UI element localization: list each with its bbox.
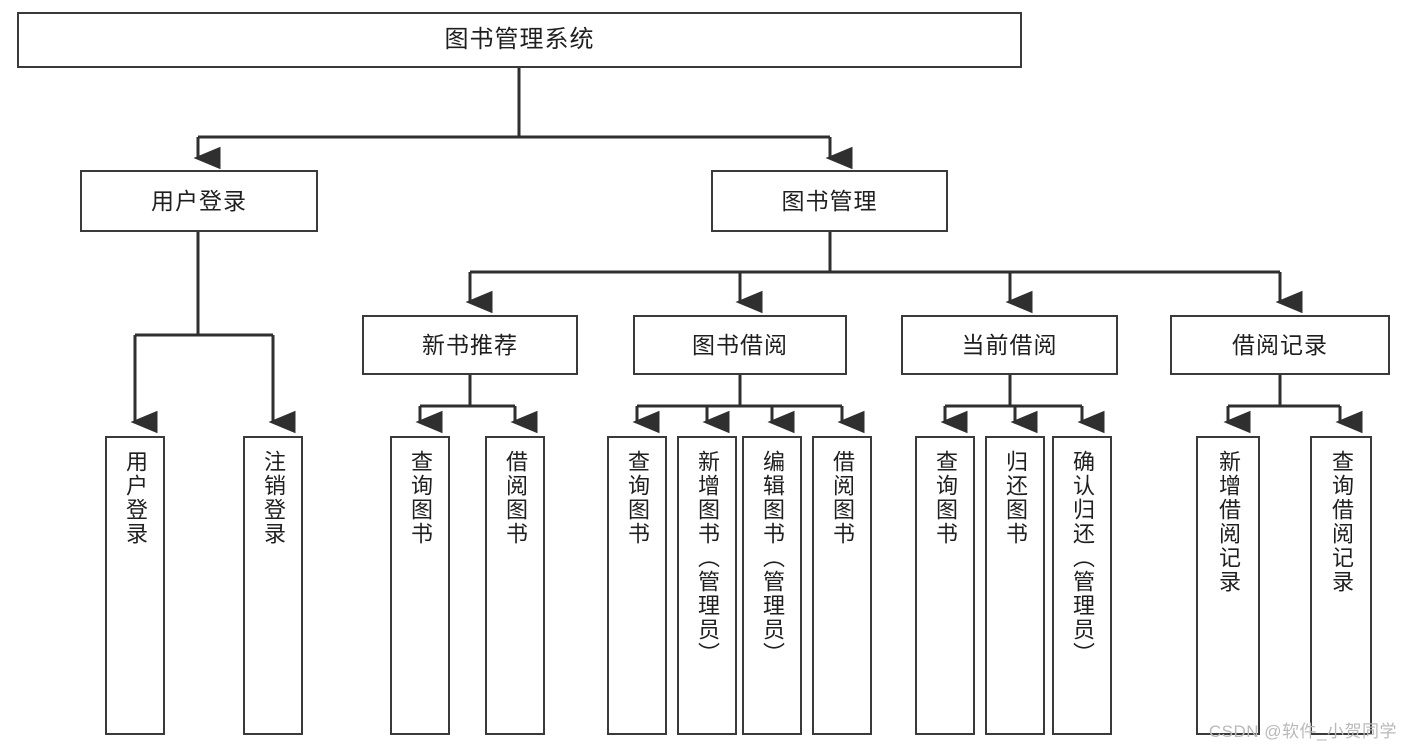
node-label: 查询图书 bbox=[624, 450, 650, 546]
node-label: 借阅图书 bbox=[502, 450, 528, 546]
leaf-book-borrow-1[interactable]: 查询图书 bbox=[607, 436, 667, 735]
node-label: 图书管理 bbox=[781, 187, 878, 214]
csdn-watermark: CSDN @软件_小贺同学 bbox=[1208, 722, 1397, 741]
leaf-borrow-record-2[interactable]: 查询借阅记录 bbox=[1310, 436, 1372, 735]
node-label: 确认归还（管理员） bbox=[1069, 450, 1095, 666]
node-label: 新增借阅记录 bbox=[1215, 450, 1241, 594]
leaf-text-wrap: 用户登录 bbox=[107, 448, 163, 727]
node-label: 图书借阅 bbox=[692, 331, 788, 358]
leaf-book-borrow-4[interactable]: 借阅图书 bbox=[812, 436, 872, 735]
node-label: 当前借阅 bbox=[961, 331, 1058, 358]
leaf-text-wrap: 查询借阅记录 bbox=[1312, 448, 1370, 727]
node-label: 借阅图书 bbox=[829, 450, 855, 546]
leaf-current-borrow-1[interactable]: 查询图书 bbox=[915, 436, 975, 735]
leaf-text-wrap: 查询图书 bbox=[917, 448, 973, 727]
leaf-text-wrap: 确认归还（管理员） bbox=[1054, 448, 1110, 727]
leaf-text-wrap: 新增图书（管理员） bbox=[679, 448, 735, 727]
leaf-new-book-rec-1[interactable]: 查询图书 bbox=[390, 436, 450, 735]
leaf-text-wrap: 新增借阅记录 bbox=[1198, 448, 1258, 727]
node-book-borrow[interactable]: 图书借阅 bbox=[633, 315, 847, 375]
node-label: 注销登录 bbox=[260, 450, 286, 546]
node-label: 借阅记录 bbox=[1232, 331, 1328, 358]
node-label: 新增图书（管理员） bbox=[694, 450, 720, 666]
node-label: 新书推荐 bbox=[422, 331, 518, 358]
node-label: 编辑图书（管理员） bbox=[759, 450, 785, 666]
leaf-current-borrow-3[interactable]: 确认归还（管理员） bbox=[1052, 436, 1112, 735]
node-new-book-recommendation[interactable]: 新书推荐 bbox=[362, 315, 578, 375]
leaf-current-borrow-2[interactable]: 归还图书 bbox=[985, 436, 1045, 735]
node-current-borrow[interactable]: 当前借阅 bbox=[901, 315, 1118, 375]
leaf-text-wrap: 借阅图书 bbox=[487, 448, 543, 727]
leaf-text-wrap: 编辑图书（管理员） bbox=[744, 448, 800, 727]
node-label: 图书管理系统 bbox=[444, 26, 595, 54]
leaf-user-login-2[interactable]: 注销登录 bbox=[243, 436, 303, 735]
node-root-book-management-system[interactable]: 图书管理系统 bbox=[17, 12, 1022, 68]
leaf-book-borrow-2[interactable]: 新增图书（管理员） bbox=[677, 436, 737, 735]
leaf-text-wrap: 查询图书 bbox=[609, 448, 665, 727]
leaf-text-wrap: 归还图书 bbox=[987, 448, 1043, 727]
node-user-login[interactable]: 用户登录 bbox=[80, 170, 318, 232]
node-label: 查询图书 bbox=[932, 450, 958, 546]
leaf-text-wrap: 借阅图书 bbox=[814, 448, 870, 727]
node-book-management[interactable]: 图书管理 bbox=[711, 170, 948, 232]
node-label: 用户登录 bbox=[151, 187, 247, 214]
leaf-user-login-1[interactable]: 用户登录 bbox=[105, 436, 165, 735]
leaf-borrow-record-1[interactable]: 新增借阅记录 bbox=[1196, 436, 1260, 735]
node-label: 查询借阅记录 bbox=[1328, 450, 1354, 594]
leaf-book-borrow-3[interactable]: 编辑图书（管理员） bbox=[742, 436, 802, 735]
node-label: 查询图书 bbox=[407, 450, 433, 546]
leaf-text-wrap: 注销登录 bbox=[245, 448, 301, 727]
leaf-new-book-rec-2[interactable]: 借阅图书 bbox=[485, 436, 545, 735]
node-label: 归还图书 bbox=[1002, 450, 1028, 546]
leaf-text-wrap: 查询图书 bbox=[392, 448, 448, 727]
node-label: 用户登录 bbox=[122, 450, 148, 546]
node-borrow-record[interactable]: 借阅记录 bbox=[1170, 315, 1390, 375]
